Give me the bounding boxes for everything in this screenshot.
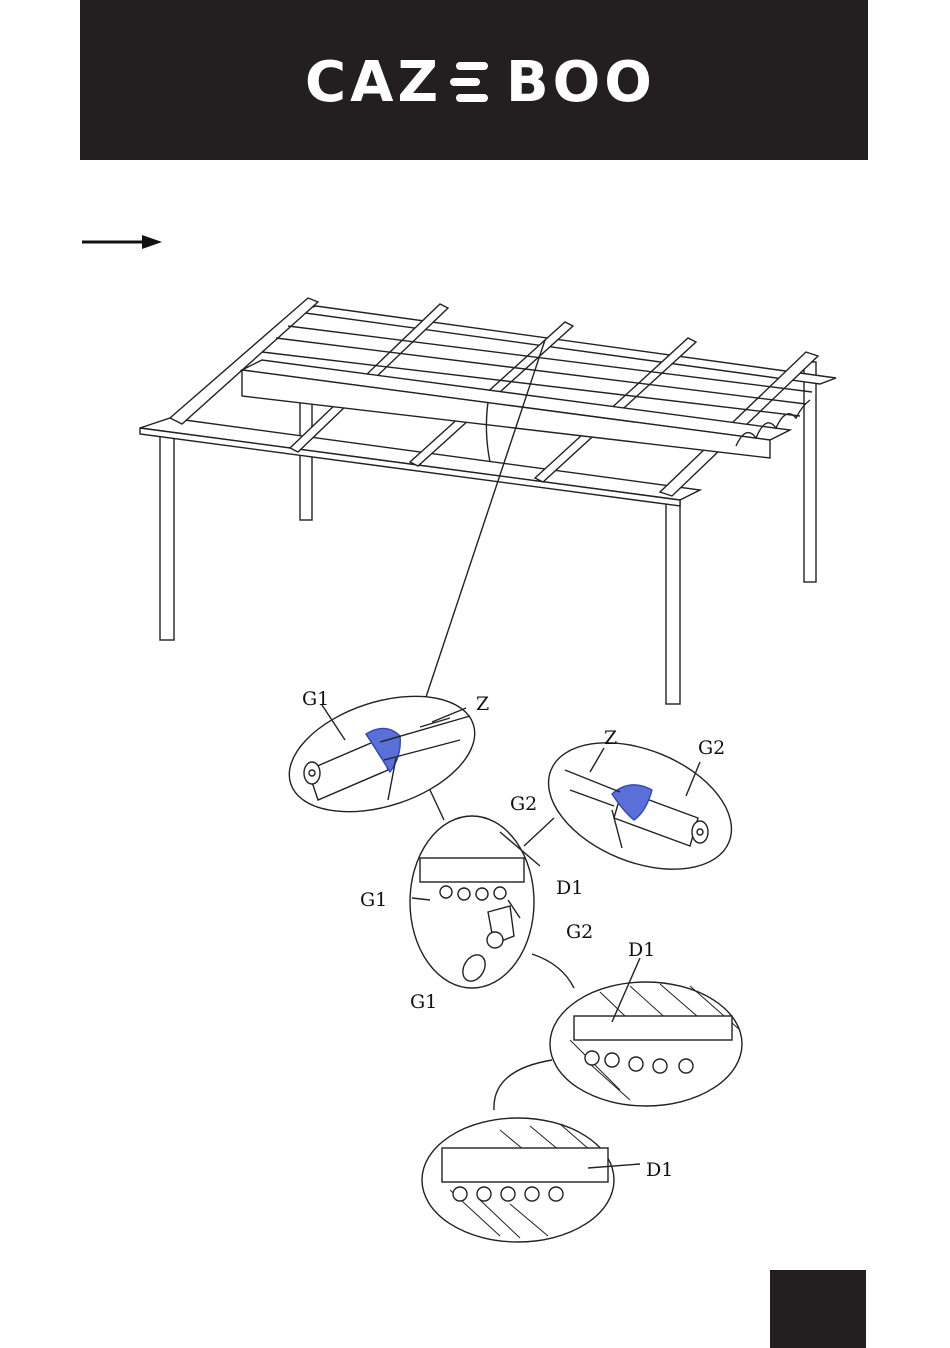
label-g1-mid: G1 [360,889,387,911]
pergola-frame [140,298,836,704]
detail-oval-lower-right [494,958,742,1110]
label-g1-top: G1 [302,688,329,710]
page-tab [770,1270,866,1348]
label-z-right: Z [604,727,617,749]
label-d1-mid: D1 [556,877,583,899]
detail-circle-center [410,790,574,988]
arrow-right-icon [82,233,164,251]
label-g2-right: G2 [698,737,725,759]
logo-text-boo: BOO [506,50,656,115]
brand-logo: CAZ BOO [80,0,868,160]
detail-oval-bottom [422,1118,640,1242]
header-bar: CAZ BOO [80,0,868,160]
label-g2-mid: G2 [510,793,537,815]
label-d1-bottom: D1 [646,1159,673,1181]
label-g1-bottom: G1 [410,991,437,1013]
label-z-left: Z [476,693,489,715]
logo-e-mark [450,62,488,102]
label-g2-side: G2 [566,921,593,943]
assembly-illustration: G1 Z Z G2 G2 D1 G1 G2 G1 D1 D1 [0,280,950,1250]
logo-text-caz: CAZ [305,50,442,115]
label-d1-right: D1 [628,939,655,961]
